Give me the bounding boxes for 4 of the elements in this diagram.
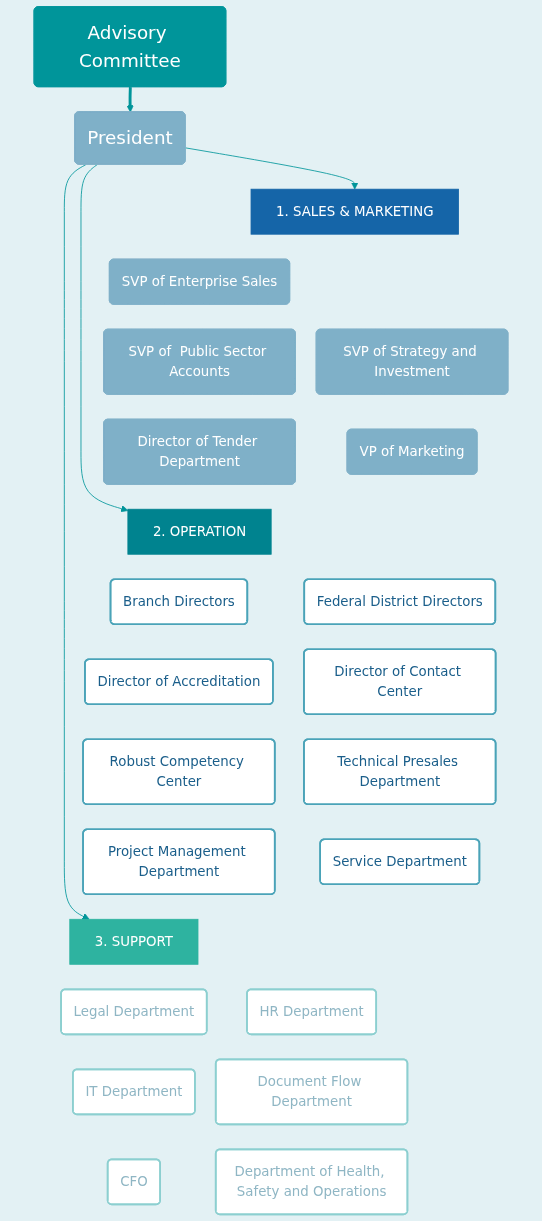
node-box: 1. SALES & MARKETING bbox=[250, 188, 459, 235]
arrow bbox=[126, 87, 134, 113]
node-box: 3. SUPPORT bbox=[69, 918, 199, 965]
node-box: 2. OPERATION bbox=[127, 508, 272, 555]
